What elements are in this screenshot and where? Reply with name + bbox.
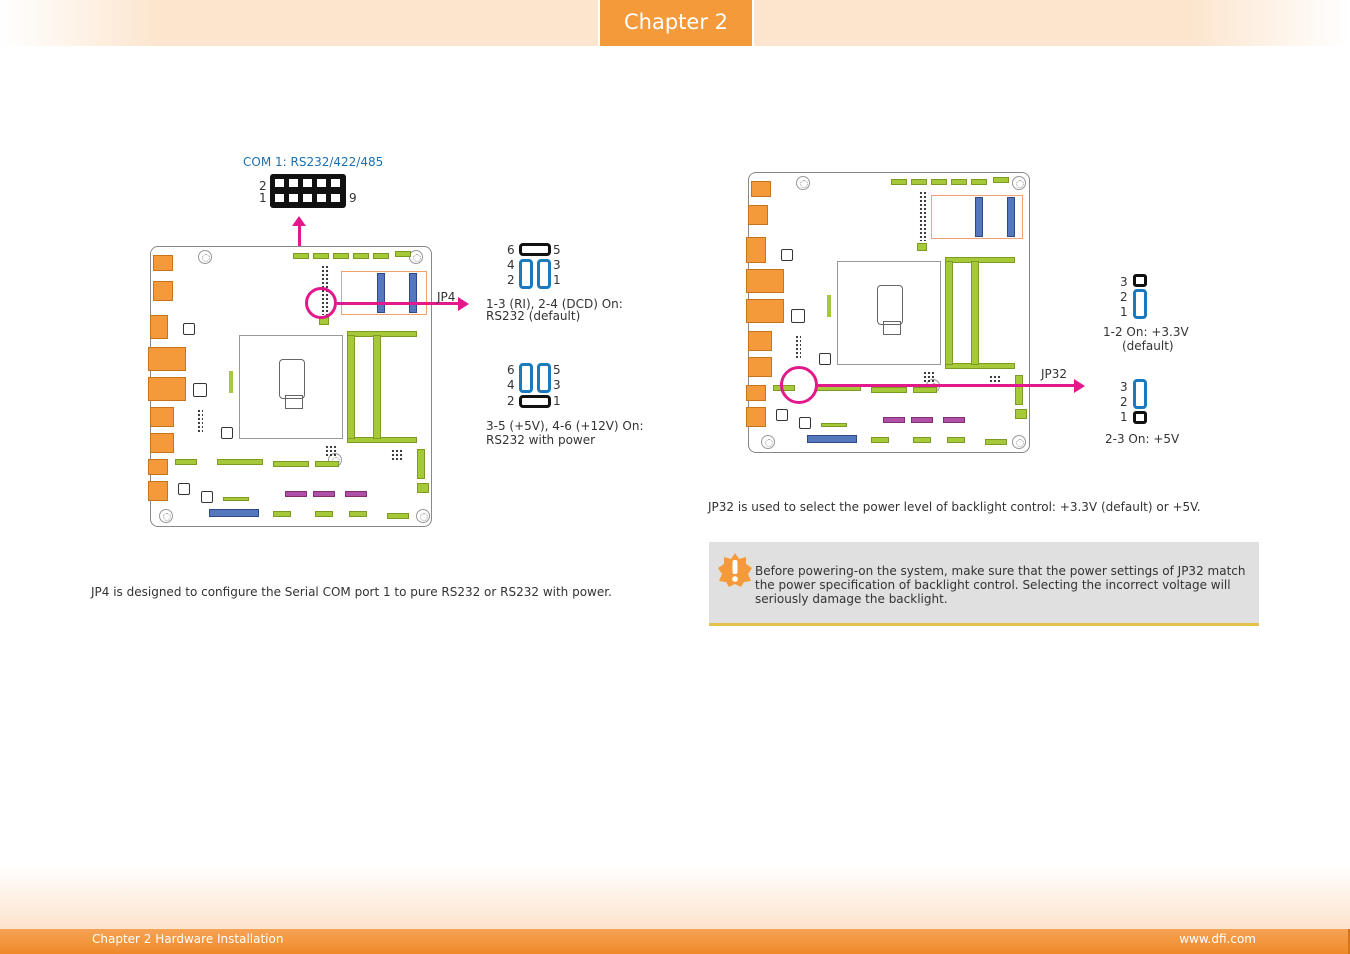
com-pin-2: 2 (259, 179, 267, 193)
jp4-description: JP4 is designed to configure the Serial … (91, 585, 612, 599)
jp4-s2-pin-3: 3 (553, 378, 561, 392)
com-pin-9: 9 (349, 191, 357, 205)
warning-icon (718, 553, 752, 587)
footer-website-link[interactable]: www.dfi.com (1179, 932, 1256, 946)
jp4-setting1-jumper-icon (519, 243, 551, 289)
com-connector-icon (270, 174, 346, 208)
motherboard-diagram-left (148, 246, 432, 527)
jp4-s2-pin-4: 4 (507, 378, 515, 392)
jp4-setting2-line1: 3-5 (+5V), 4-6 (+12V) On: (486, 419, 644, 433)
jp32-s1-pin-3: 3 (1120, 275, 1128, 289)
jp4-s1-pin-2: 2 (507, 273, 515, 287)
jp4-s2-pin-5: 5 (553, 363, 561, 377)
jp4-setting1-line2: RS232 (default) (486, 309, 581, 323)
jp32-label: JP32 (1041, 367, 1068, 381)
jp32-setting2-line1: 2-3 On: +5V (1105, 432, 1180, 446)
jp32-arrow-head-icon (1074, 379, 1085, 393)
warning-callout: Before powering-on the system, make sure… (709, 542, 1259, 626)
footer-gradient (0, 866, 1350, 930)
jp4-s1-pin-5: 5 (553, 243, 561, 257)
jp4-setting2-jumper-icon (519, 363, 551, 409)
jp32-highlight-circle (780, 366, 818, 404)
jp4-highlight-circle (305, 287, 337, 319)
jp32-s1-pin-2: 2 (1120, 290, 1128, 304)
jp32-arrow-line (817, 384, 1075, 387)
jp4-setting2-line2: RS232 with power (486, 433, 596, 447)
jp32-s2-pin-2: 2 (1120, 395, 1128, 409)
warning-text: Before powering-on the system, make sure… (755, 564, 1246, 606)
jp4-s1-pin-1: 1 (553, 273, 561, 287)
jp4-s2-pin-1: 1 (553, 394, 561, 408)
jp32-setting1-line1: 1-2 On: +3.3V (1103, 325, 1189, 339)
com-pin-1: 1 (259, 191, 267, 205)
jp4-s2-pin-2: 2 (507, 394, 515, 408)
com-port-label: COM 1: RS232/422/485 (243, 155, 384, 169)
com-arrow-head-icon (292, 216, 306, 226)
jp32-s1-pin-1: 1 (1120, 305, 1128, 319)
jp4-arrow-line (337, 302, 459, 305)
jp4-s1-pin-6: 6 (507, 243, 515, 257)
jp32-setting1-line2: (default) (1122, 339, 1174, 353)
jp4-s2-pin-6: 6 (507, 363, 515, 377)
jp4-s1-pin-3: 3 (553, 258, 561, 272)
jp32-s2-pin-3: 3 (1120, 380, 1128, 394)
jp32-setting2-jumper-icon (1133, 379, 1147, 424)
jp4-s1-pin-4: 4 (507, 258, 515, 272)
jp32-description: JP32 is used to select the power level o… (708, 500, 1201, 514)
jp4-label: JP4 (437, 290, 456, 304)
com-arrow-line (298, 224, 301, 256)
jp4-setting1-line1: 1-3 (RI), 2-4 (DCD) On: (486, 297, 623, 311)
jp32-s2-pin-1: 1 (1120, 410, 1128, 424)
footer-bar (0, 929, 1350, 954)
jp4-arrow-head-icon (458, 297, 469, 311)
jp32-setting1-jumper-icon (1133, 274, 1147, 319)
chapter-tab: Chapter 2 (598, 0, 754, 46)
motherboard-diagram-right (746, 172, 1030, 453)
footer-chapter-title: Chapter 2 Hardware Installation (92, 932, 284, 946)
